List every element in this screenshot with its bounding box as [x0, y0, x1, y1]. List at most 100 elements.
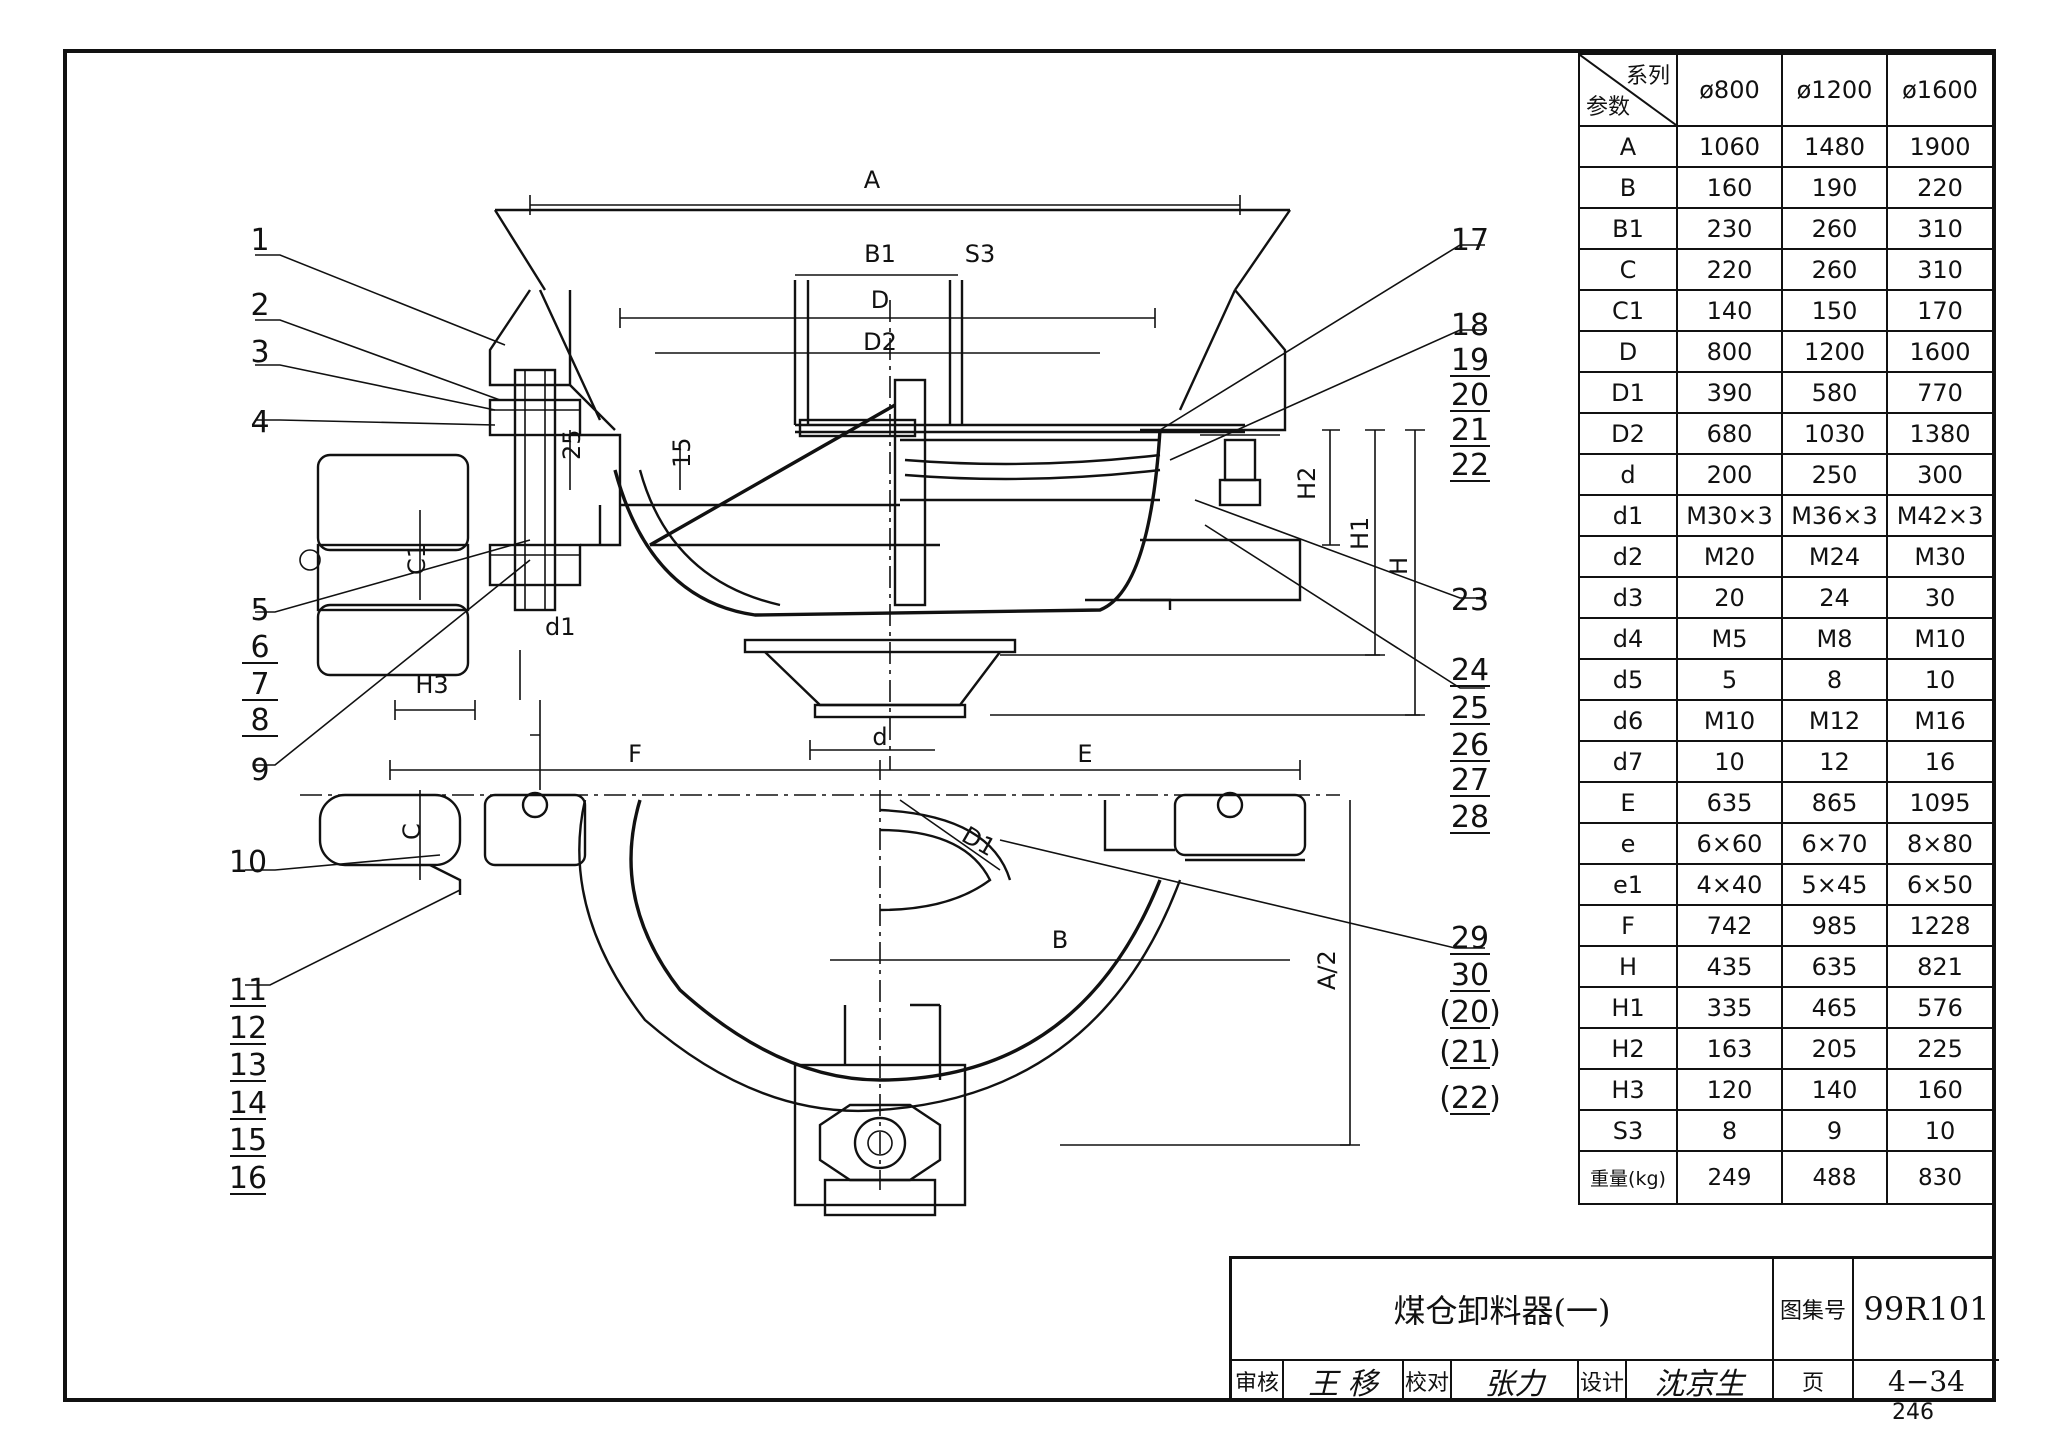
param-value-cell: 20: [1676, 576, 1783, 619]
param-value-cell: 260: [1781, 248, 1888, 291]
param-value-cell: 1060: [1676, 125, 1783, 168]
param-value-cell: M42×3: [1886, 494, 1994, 537]
param-value-cell: 1380: [1886, 412, 1994, 455]
param-name-cell: H2: [1578, 1027, 1678, 1070]
leader-number-left: 13: [229, 1048, 267, 1083]
param-name-cell: d1: [1578, 494, 1678, 537]
leader-number-left: 14: [229, 1086, 267, 1121]
param-value-cell: 24: [1781, 576, 1888, 619]
param-value-cell: 16: [1886, 740, 1994, 783]
elevation-view: [299, 195, 1425, 790]
leader-number-right: 18: [1451, 308, 1489, 343]
param-value-cell: 10: [1886, 1109, 1994, 1152]
dim-label-15: 15: [668, 437, 696, 468]
leader-number-left: 8: [250, 703, 269, 738]
leader-number-right: 29: [1451, 921, 1489, 956]
param-value-cell: 160: [1886, 1068, 1994, 1111]
corner-series-label: 系列: [1625, 64, 1670, 89]
check-signature: 张力: [1484, 1367, 1545, 1402]
leader-number-right: (20): [1439, 995, 1501, 1030]
dim-label-d: d: [872, 723, 887, 751]
param-value-cell: M16: [1886, 699, 1994, 742]
table-corner-cell: 系列 参数: [1578, 53, 1678, 127]
leader-number-left: 7: [250, 667, 269, 702]
atlas-number-label: 图集号: [1779, 1299, 1846, 1324]
param-value-cell: 310: [1886, 248, 1994, 291]
param-value-cell: 10: [1676, 740, 1783, 783]
param-value-cell: 220: [1886, 166, 1994, 209]
leader-number-right: 28: [1451, 800, 1489, 835]
dim-label-S3: S3: [965, 240, 996, 268]
param-value-cell: 635: [1676, 781, 1783, 824]
param-name-cell: F: [1578, 904, 1678, 947]
drawing-title: 煤仓卸料器(一): [1393, 1292, 1611, 1330]
param-name-cell: e: [1578, 822, 1678, 865]
dim-label-C1: C1: [403, 543, 431, 575]
dim-label-A-half: A/2: [1313, 950, 1341, 990]
dim-label-E: E: [1077, 740, 1092, 768]
param-name-cell: H3: [1578, 1068, 1678, 1111]
param-name-cell: E: [1578, 781, 1678, 824]
param-value-cell: 163: [1676, 1027, 1783, 1070]
param-value-cell: M12: [1781, 699, 1888, 742]
dim-label-C: C: [398, 823, 426, 840]
series-header-1: ø1200: [1781, 53, 1888, 127]
leader-number-left: 11: [229, 973, 267, 1008]
param-name-cell: d4: [1578, 617, 1678, 660]
param-value-cell: 9: [1781, 1109, 1888, 1152]
param-name-cell: d3: [1578, 576, 1678, 619]
param-name-cell: d6: [1578, 699, 1678, 742]
param-value-cell: 225: [1886, 1027, 1994, 1070]
page-label: 页: [1801, 1371, 1824, 1396]
param-name-cell: B: [1578, 166, 1678, 209]
param-value-cell: 435: [1676, 945, 1783, 988]
param-value-cell: 200: [1676, 453, 1783, 496]
param-value-cell: 985: [1781, 904, 1888, 947]
param-value-cell: 10: [1886, 658, 1994, 701]
check-label: 校对: [1404, 1371, 1449, 1396]
param-value-cell: 150: [1781, 289, 1888, 332]
weight-value-cell: 249: [1676, 1150, 1783, 1205]
leader-number-right: 27: [1451, 763, 1489, 798]
param-value-cell: 1095: [1886, 781, 1994, 824]
weight-value-cell: 488: [1781, 1150, 1888, 1205]
param-value-cell: M10: [1676, 699, 1783, 742]
param-value-cell: 1900: [1886, 125, 1994, 168]
param-value-cell: 335: [1676, 986, 1783, 1029]
leader-number-left: 6: [250, 630, 269, 665]
param-name-cell: D: [1578, 330, 1678, 373]
weight-label-cell: 重量(kg): [1578, 1150, 1678, 1205]
corner-param-label: 参数: [1586, 95, 1631, 120]
param-value-cell: M30×3: [1676, 494, 1783, 537]
param-name-cell: d2: [1578, 535, 1678, 578]
param-value-cell: 4×40: [1676, 863, 1783, 906]
weight-value-cell: 830: [1886, 1150, 1994, 1205]
param-value-cell: 821: [1886, 945, 1994, 988]
leader-number-right: 17: [1451, 223, 1489, 258]
param-name-cell: d7: [1578, 740, 1678, 783]
leader-number-left: 15: [229, 1123, 267, 1158]
dim-label-H2: H2: [1293, 467, 1321, 500]
param-value-cell: 576: [1886, 986, 1994, 1029]
param-value-cell: 800: [1676, 330, 1783, 373]
param-value-cell: 1480: [1781, 125, 1888, 168]
param-name-cell: H1: [1578, 986, 1678, 1029]
param-value-cell: 635: [1781, 945, 1888, 988]
dim-label-B1: B1: [864, 240, 896, 268]
leader-number-right: 20: [1451, 378, 1489, 413]
param-value-cell: 8×80: [1886, 822, 1994, 865]
design-signature: 沈京生: [1654, 1367, 1745, 1402]
param-name-cell: D1: [1578, 371, 1678, 414]
param-value-cell: 220: [1676, 248, 1783, 291]
leader-number-right: 21: [1451, 413, 1489, 448]
